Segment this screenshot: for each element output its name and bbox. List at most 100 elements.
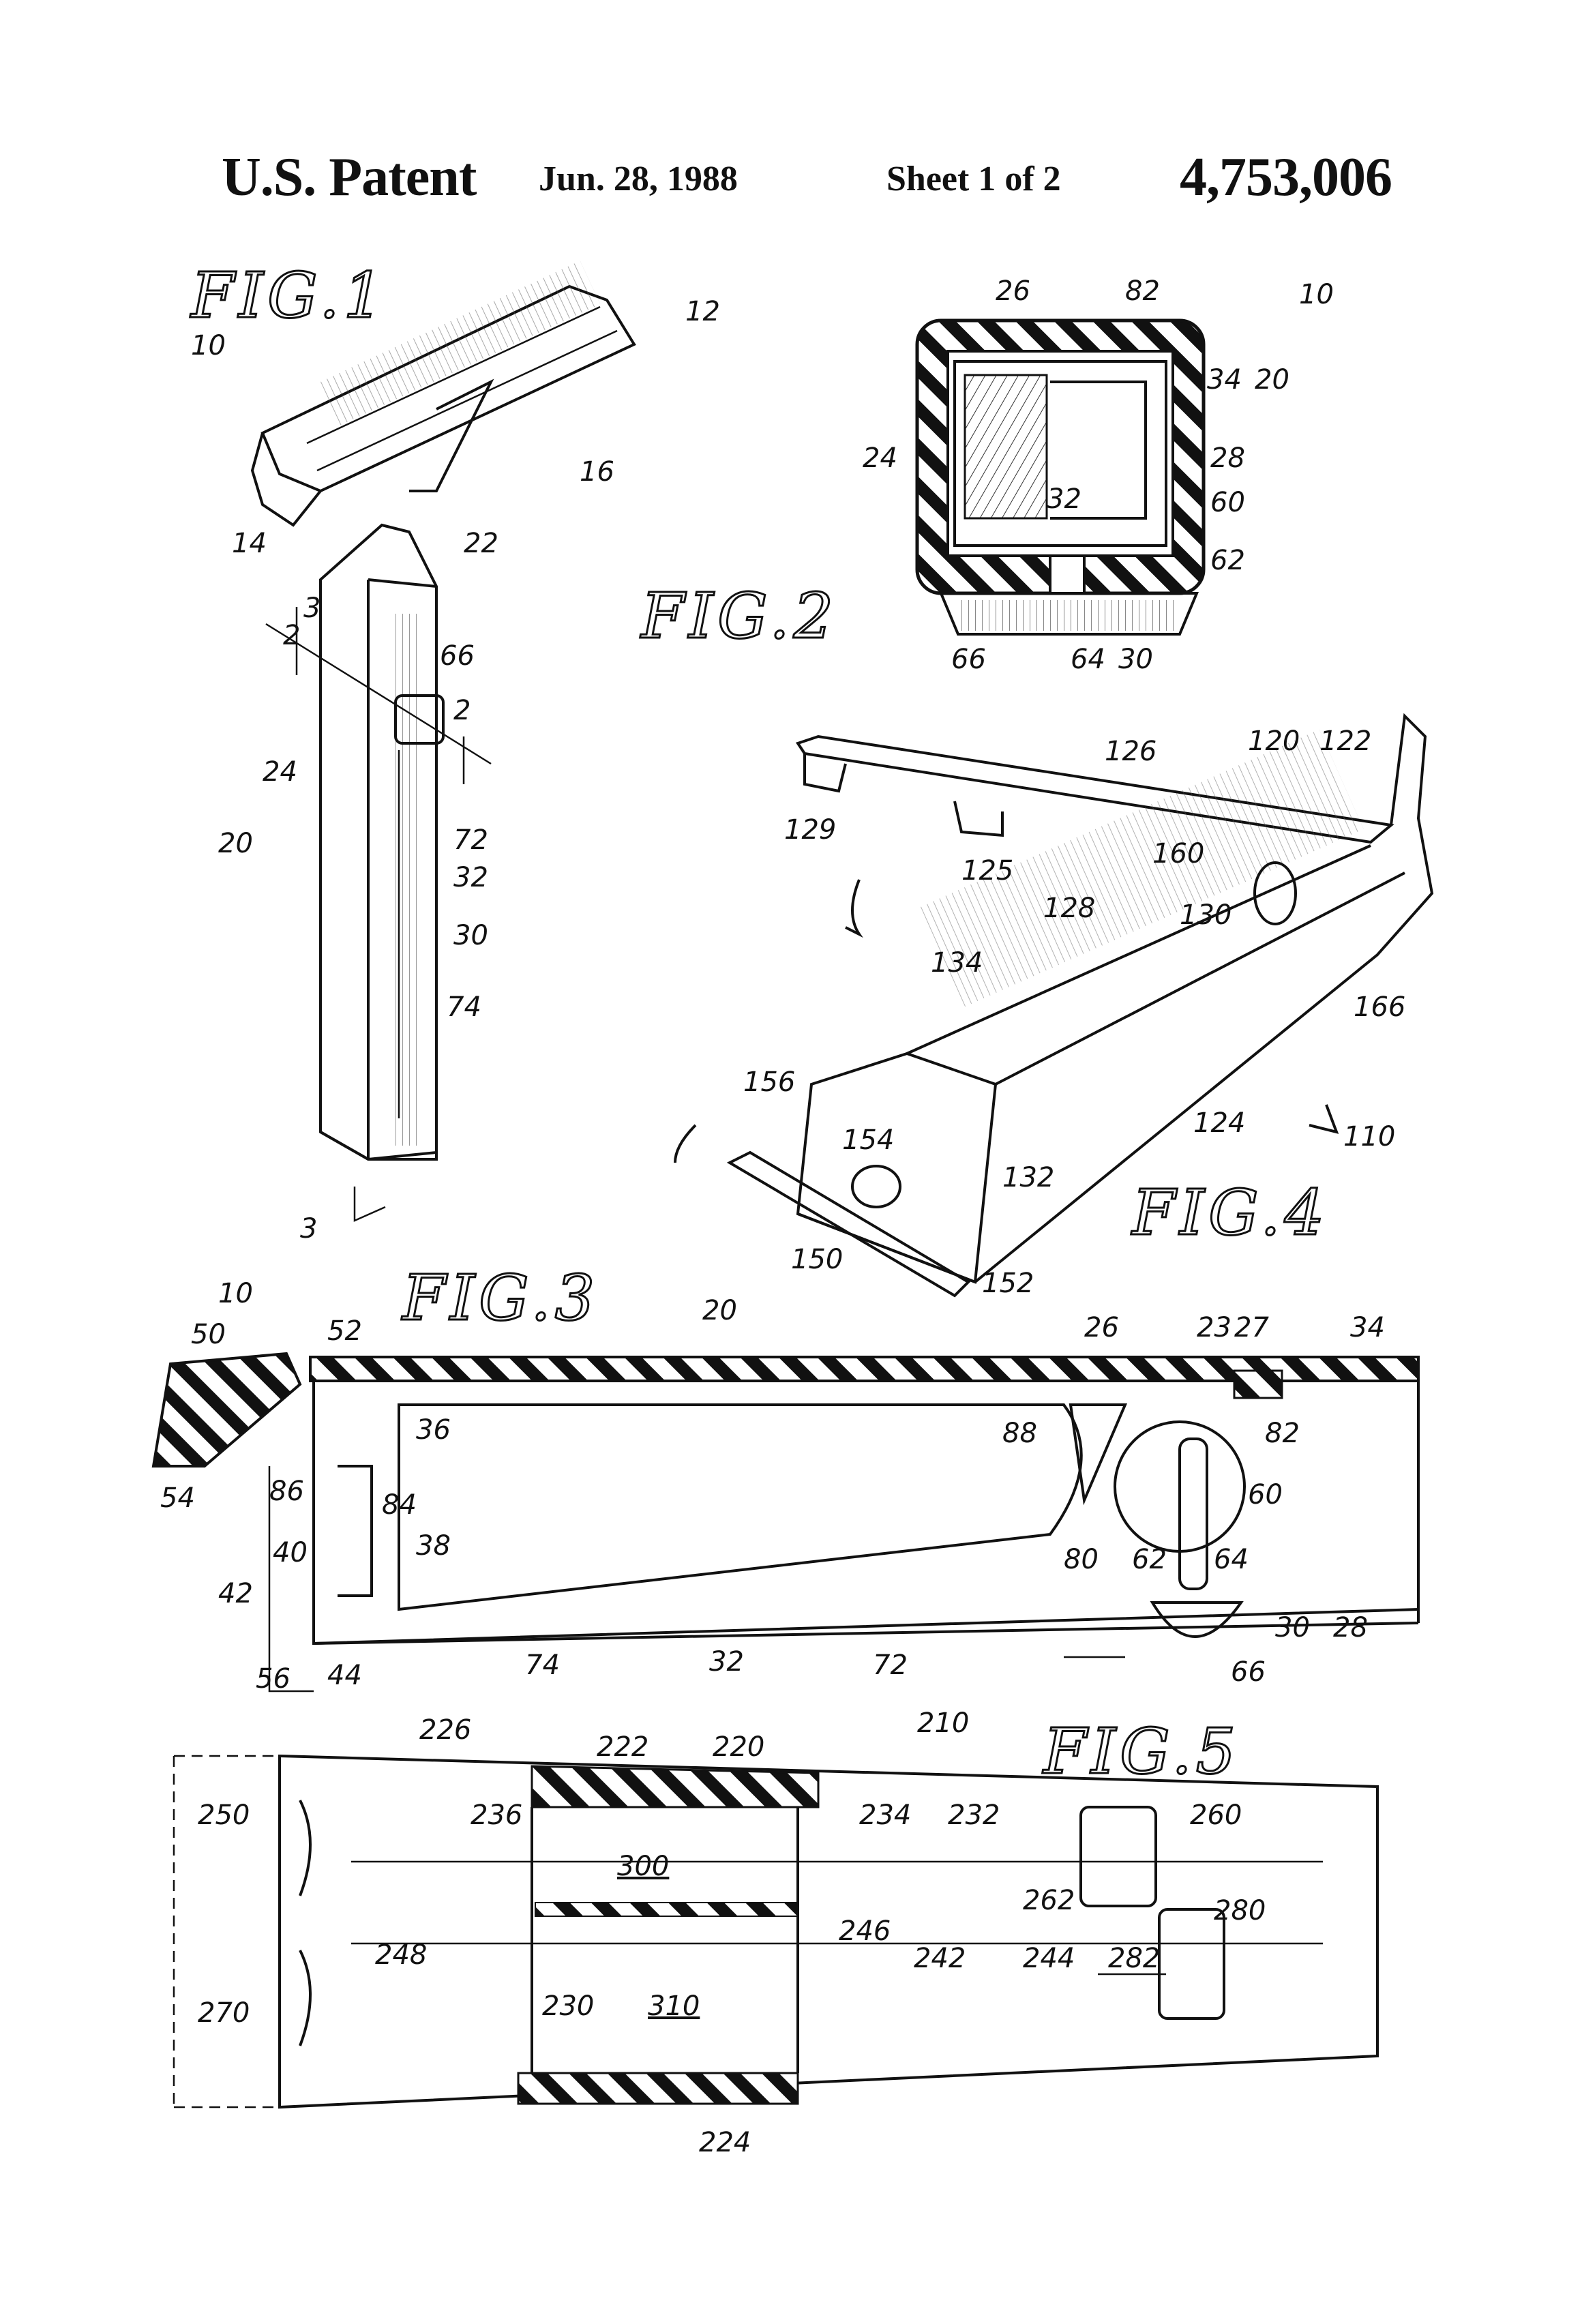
fig4-ref: 110 — [1343, 1121, 1395, 1152]
fig3-ref: 60 — [1248, 1479, 1283, 1510]
fig1-section-line-3 — [355, 1187, 385, 1221]
fig1-ref: 20 — [218, 828, 253, 859]
fig5-ref: 236 — [471, 1800, 522, 1831]
fig4-ref: 156 — [743, 1067, 795, 1098]
fig5-ref: 224 — [699, 2127, 751, 2158]
fig4-ref: 152 — [982, 1268, 1034, 1299]
fig4-ref: 125 — [961, 855, 1013, 887]
fig5-ref: 222 — [597, 1731, 648, 1763]
fig5-ref: 260 — [1190, 1800, 1242, 1831]
fig3-ref: 20 — [702, 1295, 737, 1326]
fig5-ref: 246 — [839, 1916, 891, 1947]
fig3-ref: 44 — [327, 1660, 362, 1691]
fig3-ref: 28 — [1333, 1612, 1368, 1643]
fig2-ref: 24 — [863, 443, 897, 474]
fig2-ref: 62 — [1210, 545, 1245, 576]
fig4-ref: 122 — [1319, 726, 1371, 757]
fig1-ref: 30 — [453, 920, 488, 951]
fig2-ref: 82 — [1125, 275, 1160, 307]
fig5-ref: 270 — [198, 1997, 250, 2029]
fig3-ref: 34 — [1350, 1312, 1385, 1343]
fig1-ref: 16 — [580, 456, 614, 488]
fig4-ref: 124 — [1193, 1107, 1245, 1139]
fig3-ref: 27 — [1234, 1312, 1269, 1343]
fig3-ref: 72 — [873, 1650, 908, 1681]
fig4-label: FIG.4 — [1131, 1176, 1328, 1249]
fig5-ref: 242 — [914, 1943, 966, 1974]
fig3-ref: 84 — [382, 1489, 417, 1521]
fig5-ref: 282 — [1108, 1943, 1160, 1974]
fig1-ref: 66 — [440, 640, 475, 672]
figure-1: FIG.1 10 12 14 16 22 3 — [190, 259, 720, 1245]
fig5-bottom-wall — [518, 2073, 798, 2104]
fig2-ref: 66 — [951, 644, 986, 675]
figure-3: FIG.3 10 20 26 23 27 34 50 52 36 88 82 5… — [153, 1262, 1418, 1695]
fig3-ref: 42 — [218, 1578, 253, 1609]
fig4-ref: 154 — [842, 1124, 894, 1156]
fig3-ref: 62 — [1132, 1544, 1167, 1575]
fig5-top-wall — [532, 1766, 818, 1807]
fig2-ref: 26 — [996, 275, 1030, 307]
fig3-ref: 26 — [1084, 1312, 1119, 1343]
fig5-ref: 234 — [859, 1800, 911, 1831]
fig2-ref: 60 — [1210, 487, 1245, 518]
fig5-ref: 300 — [617, 1851, 669, 1882]
figure-2: FIG.2 26 82 10 34 20 24 28 32 60 62 66 6… — [640, 275, 1334, 675]
fig3-ref: 52 — [327, 1315, 362, 1347]
fig1-label: FIG.1 — [190, 259, 387, 332]
fig2-label: FIG.2 — [640, 580, 837, 653]
figure-5: FIG.5 226 222 220 210 250 236 234 232 26… — [174, 1708, 1377, 2158]
fig1-ref: 74 — [447, 992, 481, 1023]
fig3-ref: 23 — [1197, 1312, 1232, 1343]
fig3-ref: 38 — [416, 1530, 451, 1562]
fig3-ref: 88 — [1002, 1418, 1037, 1449]
fig1-ref: 14 — [232, 528, 267, 559]
fig3-ref: 64 — [1214, 1544, 1249, 1575]
fig2-ref: 64 — [1071, 644, 1105, 675]
fig5-ref: 250 — [198, 1800, 250, 1831]
fig5-ref: 280 — [1214, 1895, 1266, 1926]
fig4-ref: 129 — [784, 814, 836, 846]
fig3-interior-chamber — [399, 1405, 1081, 1609]
fig3-ref: 10 — [218, 1278, 253, 1309]
fig3-ref: 56 — [256, 1663, 290, 1695]
fig4-ref: 166 — [1354, 992, 1405, 1023]
fig3-ref: 40 — [273, 1537, 308, 1568]
fig5-ref: 226 — [419, 1714, 471, 1746]
fig3-ref: 80 — [1064, 1544, 1099, 1575]
fig2-ref: 28 — [1210, 443, 1245, 474]
fig5-ref: 310 — [648, 1991, 700, 2022]
fig4-ref: 134 — [931, 947, 983, 979]
fig2-ref: 10 — [1299, 279, 1334, 310]
fig3-ref: 32 — [709, 1646, 744, 1678]
fig5-ref: 248 — [375, 1939, 427, 1971]
fig3-ref: 50 — [191, 1319, 226, 1350]
fig4-ref: 126 — [1105, 736, 1156, 767]
fig5-slider-upper — [1081, 1807, 1156, 1906]
fig1-ref: 72 — [453, 824, 488, 856]
fig3-ref: 30 — [1275, 1612, 1310, 1643]
fig3-ref: 54 — [160, 1483, 195, 1514]
fig2-ref: 20 — [1255, 364, 1289, 396]
fig3-ref: 86 — [269, 1476, 304, 1507]
fig5-ref: 262 — [1023, 1885, 1075, 1916]
fig1-ref: 22 — [464, 528, 498, 559]
fig4-end-cap — [730, 1152, 968, 1296]
fig3-ref: 82 — [1265, 1418, 1300, 1449]
fig5-ref: 210 — [917, 1708, 969, 1739]
fig1-ref: 12 — [685, 296, 720, 327]
fig1-ref: 3 — [300, 1213, 317, 1245]
fig1-ref: 2 — [283, 620, 300, 651]
fig3-label: FIG.3 — [401, 1262, 599, 1335]
fig4-ref: 130 — [1180, 899, 1232, 931]
fig1-ref: 32 — [453, 862, 488, 893]
fig5-ref: 230 — [542, 1991, 594, 2022]
fig5-ref: 232 — [948, 1800, 1000, 1831]
fig3-head-connector — [153, 1354, 300, 1466]
fig1-ref: 10 — [191, 330, 226, 361]
fig2-ref: 34 — [1207, 364, 1242, 396]
fig4-ref: 160 — [1152, 838, 1204, 869]
fig1-handle — [320, 525, 443, 1159]
fig2-ref: 32 — [1047, 483, 1081, 515]
fig2-ref: 30 — [1118, 644, 1153, 675]
